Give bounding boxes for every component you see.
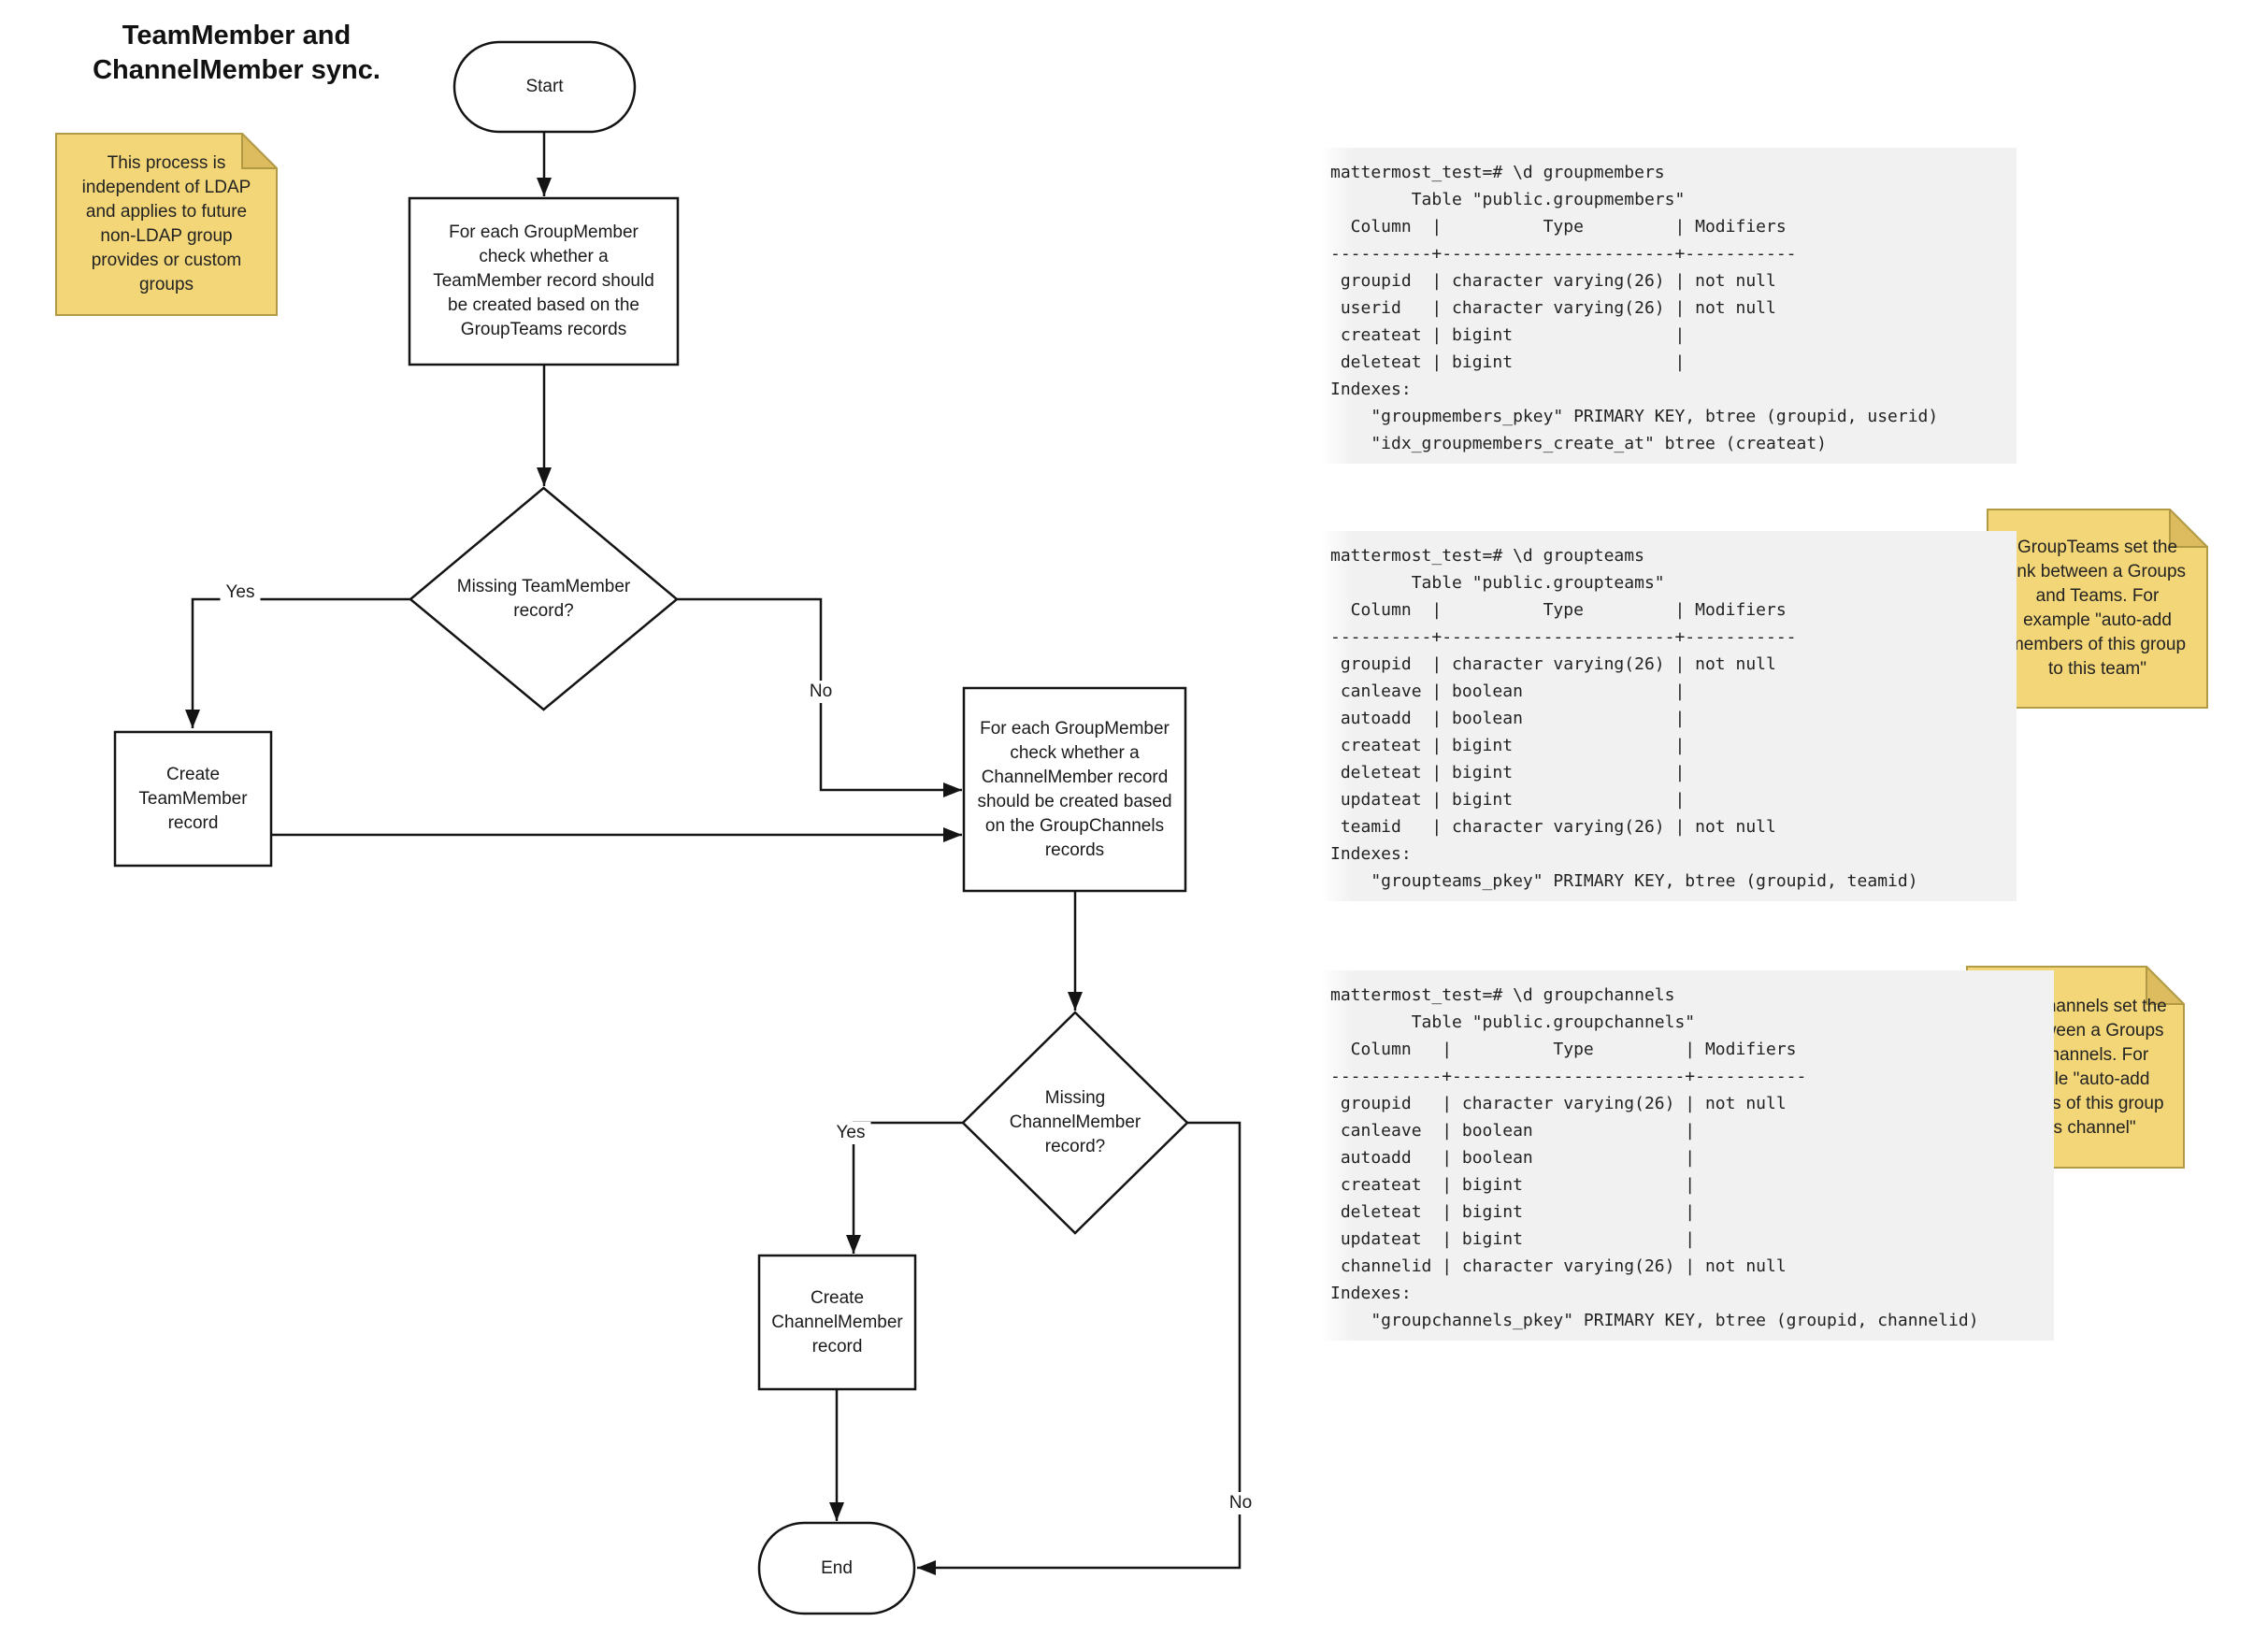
edge-decision2-no [917,1121,1242,1575]
edge-label-yes-2: Yes [830,1122,871,1144]
sticky-note-groupteams: GroupTeams set the link between a Groups… [1987,509,2208,709]
sticky-note-ldap: This process is independent of LDAP and … [55,133,278,316]
page-title: TeamMember and ChannelMember sync. [93,21,380,85]
create-teammember-label: Create TeamMember record [138,764,248,833]
terminal-groupchannels-text: mattermost_test=# \d groupchannels Table… [1330,985,1979,1330]
start-terminator-shape [452,40,637,134]
create-channelmember-process-shape [757,1254,917,1391]
end-terminator-shape [757,1521,916,1615]
edge-label-no-2: No [1223,1492,1258,1514]
check-channelmember-label: For each GroupMember check whether a Cha… [977,718,1172,860]
edge-decision1-yes [185,597,410,728]
folded-corner [2169,509,2208,548]
sticky-note-groupteams-text: GroupTeams set the link between a Groups… [2008,538,2187,679]
folded-corner [2146,966,2185,1005]
missing-channelmember-decision-shape [961,1011,1189,1235]
edge-label-no-1: No [803,681,839,703]
terminal-groupteams-text: mattermost_test=# \d groupteams Table "p… [1330,546,1918,891]
missing-teammember-label: Missing TeamMember record? [456,577,631,621]
sticky-note-shape [55,133,278,316]
folded-corner [241,133,278,169]
sticky-note-ldap-text: This process is independent of LDAP and … [81,153,251,294]
check-channelmember-process-shape [962,686,1187,893]
check-teammember-label: For each GroupMember check whether a Tea… [433,222,654,339]
sticky-note-shape [1987,509,2208,709]
terminal-groupchannels: mattermost_test=# \d groupchannels Table… [1321,970,2054,1341]
terminal-groupmembers-text: mattermost_test=# \d groupmembers Table … [1330,163,1939,453]
terminal-groupmembers: mattermost_test=# \d groupmembers Table … [1321,148,2017,464]
check-teammember-process-shape [408,196,680,366]
end-label: End [821,1557,853,1578]
edge-label-yes-1: Yes [220,581,261,604]
terminal-groupteams: mattermost_test=# \d groupteams Table "p… [1321,531,2017,901]
missing-teammember-decision-shape [409,486,679,711]
create-teammember-process-shape [113,730,273,868]
missing-channelmember-label: Missing ChannelMember record? [1009,1088,1141,1156]
start-label: Start [525,77,564,96]
create-channelmember-label: Create ChannelMember record [771,1287,903,1356]
